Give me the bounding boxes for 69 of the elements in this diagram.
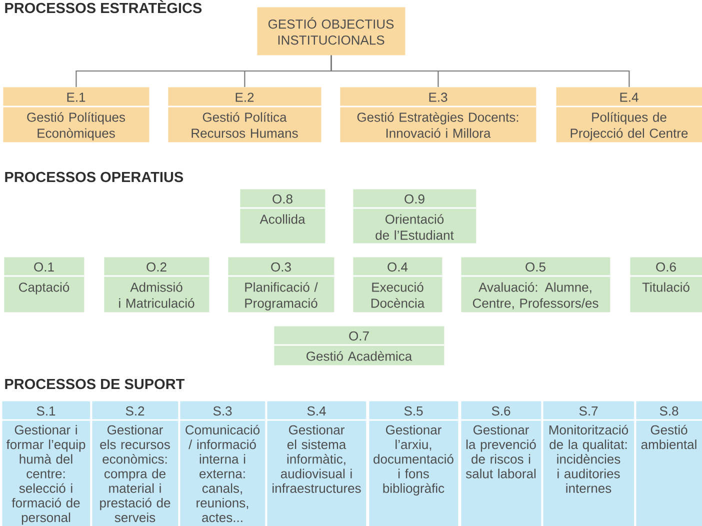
process-box	[369, 401, 458, 526]
process-code: S.2	[126, 406, 144, 416]
process-box	[2, 401, 90, 526]
process-box	[340, 87, 536, 142]
process-code: O.3	[271, 262, 291, 272]
process-name: Titulació	[642, 282, 690, 292]
process-code: E.3	[429, 92, 448, 102]
process-box	[556, 87, 702, 142]
process-name: Orientació de l’Estudiant	[376, 214, 454, 240]
process-name: Gestió ambiental	[641, 424, 696, 450]
process-box	[257, 7, 406, 56]
process-code: O.4	[388, 262, 408, 272]
process-code: E.2	[236, 92, 254, 102]
process-box	[543, 401, 634, 526]
process-name: Gestionar i formar l’equip humà del centre: selecció i formació de personal	[6, 424, 86, 525]
process-name: Polítiques de Projecció del Centre	[570, 112, 688, 140]
process-name: Captació	[19, 282, 70, 294]
process-box	[3, 87, 150, 142]
process-box	[636, 401, 702, 526]
process-box	[240, 189, 326, 244]
process-code: S.7	[579, 406, 598, 416]
process-name: Gestió Polítiques Econòmiques	[27, 112, 126, 140]
process-code: O.7	[349, 331, 369, 341]
process-name: Acollida	[260, 214, 306, 224]
process-name: Gestió Acadèmica	[306, 351, 412, 361]
process-box	[92, 401, 178, 526]
process-code: E.4	[620, 92, 638, 102]
process-name: Planificació / Programació	[245, 282, 318, 310]
process-code: S.4	[307, 406, 326, 416]
process-code: O.1	[34, 262, 54, 272]
process-box	[353, 257, 442, 312]
process-name: Avaluació: Alumne, Centre, Professors/es	[472, 282, 598, 310]
section-heading: PROCESSOS OPERATIUS	[5, 172, 184, 182]
process-box	[104, 257, 210, 312]
process-box	[274, 326, 444, 366]
process-code: S.8	[660, 406, 678, 416]
process-box	[267, 401, 366, 526]
process-box	[353, 189, 476, 244]
process-name: GESTIÓ OBJECTIUS INSTITUCIONALS	[268, 17, 394, 45]
process-box	[228, 257, 334, 312]
process-box	[461, 257, 610, 312]
process-code: S.6	[492, 406, 510, 416]
process-code: E.1	[67, 92, 86, 102]
process-code: O.5	[526, 262, 546, 272]
process-name: Monitorització de la qualitat: incidències i auditories internes	[549, 424, 628, 493]
process-code: O.6	[656, 262, 676, 272]
process-code: S.3	[213, 406, 232, 416]
process-name: Gestionar la prevenció de riscos i salut laboral	[466, 424, 536, 478]
section-heading: PROCESSOS DE SUPORT	[5, 378, 185, 390]
process-name: Gestionar l’arxiu, documentació i fons bibliogràfic	[374, 424, 454, 496]
process-box	[461, 401, 542, 526]
section-heading: PROCESSOS ESTRATÈGICS	[5, 0, 202, 14]
process-code: O.9	[404, 194, 424, 204]
process-code: O.8	[272, 194, 292, 204]
process-box	[168, 87, 322, 142]
process-code: S.5	[404, 406, 423, 416]
process-name: Gestionar el sistema informàtic, audiovisual i infraestructures	[272, 424, 361, 493]
process-name: Admissió i Matriculació	[119, 282, 194, 308]
process-box	[630, 257, 702, 312]
process-name: Execució Docència	[371, 282, 425, 308]
process-name: Gestió Política Recursos Humans	[192, 112, 298, 138]
connector-line	[330, 55, 630, 87]
process-name: Gestió Estratègies Docents: Innovació i Millora	[357, 112, 518, 138]
process-name: Comunicació / informació interna i externa: canals, reunions, actes...	[186, 424, 260, 522]
process-box	[180, 401, 266, 526]
process-code: O.2	[146, 262, 166, 272]
process-code: S.1	[36, 406, 56, 416]
process-box	[4, 257, 84, 312]
process-name: Gestionar els recursos econòmics: compra de material i prestació de serveis	[100, 424, 170, 522]
